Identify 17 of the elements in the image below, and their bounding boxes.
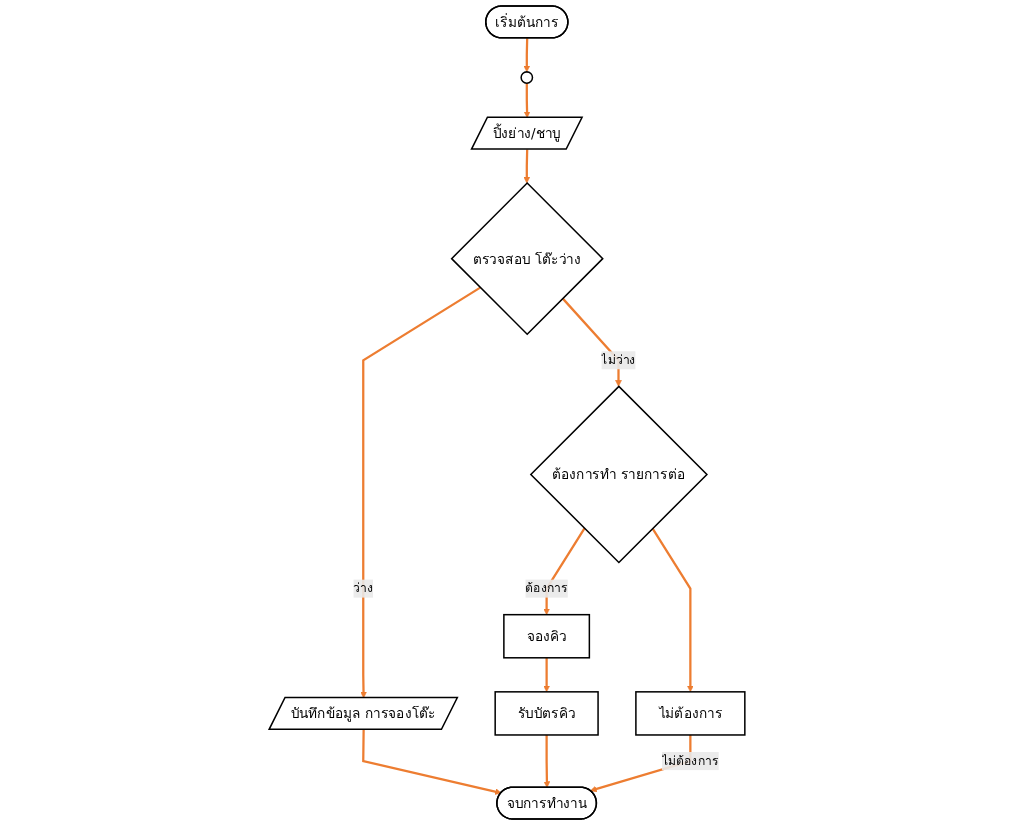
arrow [523, 38, 531, 73]
arrow [651, 527, 694, 693]
arrow [543, 657, 550, 693]
node-box: ไม่ต้องการ [635, 691, 746, 736]
node-box: รับบัตรคิว [494, 691, 599, 736]
arrow [523, 83, 531, 118]
arrow [523, 149, 531, 184]
arrow [543, 734, 551, 788]
edge-label: ไม่ว่าง [601, 352, 636, 368]
arrow [362, 729, 502, 795]
node-diamond: ต้องการทำ รายการต่อ [529, 385, 708, 564]
node-diamond: ตรวจสอบ โต๊ะว่าง [450, 182, 604, 336]
node-circle [520, 71, 534, 84]
edge-label: ว่าง [353, 581, 374, 596]
node-box: จองคิว [503, 613, 591, 659]
edge-label: ไม่ต้องการ [661, 753, 719, 768]
edge-label: ต้องการ [525, 581, 568, 596]
